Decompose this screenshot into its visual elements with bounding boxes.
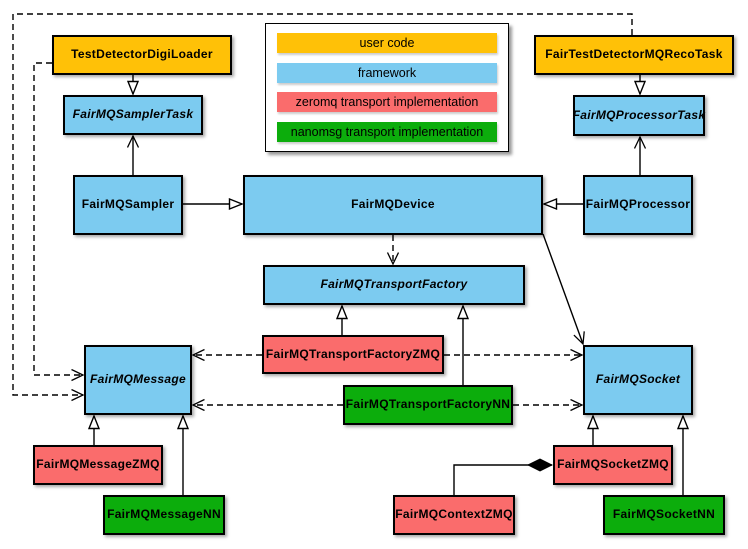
legend-item-zeromq: zeromq transport implementation bbox=[277, 92, 497, 113]
edge-fairmq-context-zmq--fairmq-socket-zmq bbox=[453, 465, 552, 495]
legend: user code framework zeromq transport imple… bbox=[265, 23, 509, 152]
legend-item-label: user code bbox=[359, 36, 415, 51]
node-label: FairMQProcessor bbox=[585, 197, 691, 212]
node-fairmq-transport-factory-nn: FairMQTransportFactoryNN bbox=[343, 385, 513, 425]
node-label: FairMQTransportFactoryZMQ bbox=[265, 346, 441, 361]
node-fairmq-message-nn: FairMQMessageNN bbox=[103, 495, 225, 535]
node-fairmq-processor: FairMQProcessor bbox=[583, 175, 693, 235]
node-label: FairMQSocketZMQ bbox=[557, 457, 669, 472]
node-label: FairMQSocket bbox=[595, 372, 681, 387]
node-fairmq-device: FairMQDevice bbox=[243, 175, 543, 235]
node-label: FairMQDevice bbox=[351, 197, 435, 212]
node-label: FairMQMessageZMQ bbox=[36, 457, 160, 472]
node-label: FairMQTransportFactory bbox=[320, 277, 468, 292]
node-fairmq-processor-task: FairMQProcessorTask bbox=[573, 95, 705, 136]
node-label: FairMQSocketNN bbox=[612, 507, 716, 522]
node-label: FairMQTransportFactoryNN bbox=[345, 397, 511, 412]
node-fairmq-message: FairMQMessage bbox=[84, 345, 192, 415]
edge-fairmq-device--fairmq-socket bbox=[542, 233, 583, 344]
legend-item-label: zeromq transport implementation bbox=[295, 95, 479, 110]
node-label: TestDetectorDigiLoader bbox=[71, 47, 213, 62]
node-label: FairMQContextZMQ bbox=[395, 507, 513, 522]
node-fair-test-detector-mq-reco-task: FairTestDetectorMQRecoTask bbox=[534, 35, 734, 75]
node-fairmq-sampler: FairMQSampler bbox=[73, 175, 183, 235]
node-label: FairMQSamplerTask bbox=[72, 107, 194, 122]
node-label: FairTestDetectorMQRecoTask bbox=[545, 47, 723, 62]
legend-item-user_code: user code bbox=[277, 33, 497, 54]
legend-item-framework: framework bbox=[277, 62, 497, 83]
legend-item-label: framework bbox=[357, 65, 417, 80]
node-test-detector-digi-loader: TestDetectorDigiLoader bbox=[52, 35, 232, 75]
node-fairmq-transport-factory: FairMQTransportFactory bbox=[263, 265, 525, 305]
node-label: FairMQMessageNN bbox=[107, 507, 221, 522]
node-fairmq-transport-factory-zmq: FairMQTransportFactoryZMQ bbox=[262, 335, 444, 374]
legend-item-label: nanomsg transport implementation bbox=[290, 124, 484, 139]
legend-item-nanomsg: nanomsg transport implementation bbox=[277, 121, 497, 142]
node-fairmq-socket-zmq: FairMQSocketZMQ bbox=[553, 445, 673, 485]
node-fairmq-sampler-task: FairMQSamplerTask bbox=[63, 95, 203, 135]
node-fairmq-socket: FairMQSocket bbox=[583, 345, 693, 415]
node-label: FairMQSampler bbox=[81, 197, 175, 212]
node-label: FairMQProcessorTask bbox=[572, 107, 706, 122]
node-fairmq-socket-nn: FairMQSocketNN bbox=[603, 495, 725, 535]
node-fairmq-context-zmq: FairMQContextZMQ bbox=[393, 495, 515, 535]
node-label: FairMQMessage bbox=[90, 372, 186, 387]
node-fairmq-message-zmq: FairMQMessageZMQ bbox=[33, 445, 163, 485]
